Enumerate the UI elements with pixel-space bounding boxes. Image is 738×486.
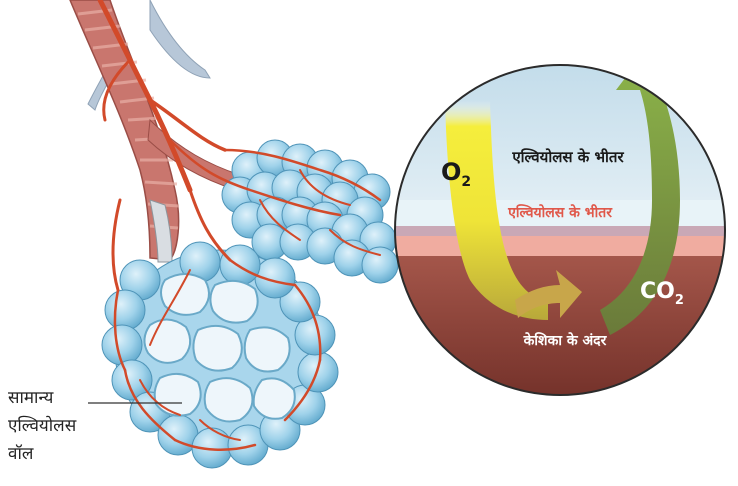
o2-label-text: O (441, 158, 461, 186)
side-label-line-1: सामान्य (8, 388, 76, 408)
bronchiole-illustration (70, 0, 398, 468)
inside-alveolus-top-label: एल्वियोलस के भीतर (511, 148, 624, 166)
interstitium-band (390, 226, 730, 236)
side-label-line-3: वॉल (8, 444, 76, 464)
inside-capillary-label: केशिका के अंदर (523, 332, 608, 349)
co2-label-subscript: 2 (675, 293, 684, 308)
pulmonary-vein (150, 0, 210, 78)
normal-alveolar-wall-label: सामान्य एल्वियोलस वॉल (8, 388, 76, 464)
capillary-wall-band (390, 236, 730, 256)
inside-alveolus-band-label: एल्वियोलस के भीतर (507, 204, 613, 221)
co2-label-text: CO (640, 279, 675, 304)
gas-exchange-magnified-circle: एल्वियोलस के भीतर एल्वियोलस के भीतर केशि… (390, 48, 730, 416)
side-label-line-2: एल्वियोलस (8, 416, 76, 436)
o2-label-subscript: 2 (461, 174, 471, 190)
